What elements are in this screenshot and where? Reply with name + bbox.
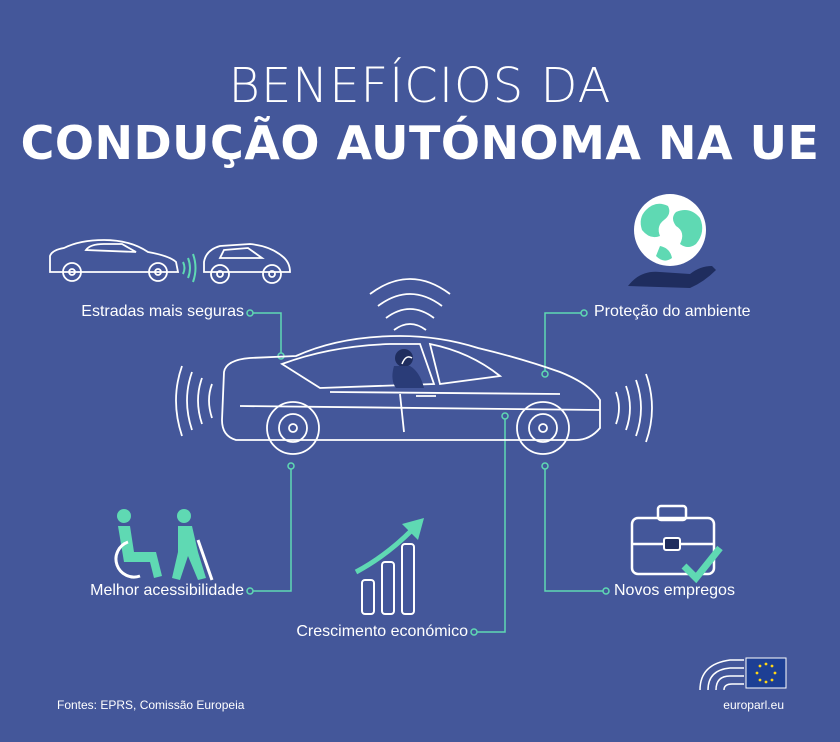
website-link[interactable]: europarl.eu: [723, 698, 784, 712]
driver-icon: [392, 349, 424, 388]
connector-jobs: [544, 466, 606, 592]
label-jobs: Novos empregos: [614, 582, 735, 599]
label-accessibility: Melhor acessibilidade: [90, 582, 244, 599]
label-growth: Crescimento económico: [296, 623, 468, 640]
checkmark-icon: [681, 545, 723, 584]
walking-cane: [196, 539, 214, 581]
connector-growth: [474, 416, 506, 633]
sources-note: Fontes: EPRS, Comissão Europeia: [57, 698, 245, 712]
briefcase-icon: [630, 504, 716, 576]
radar-waves-icon: [175, 278, 653, 443]
label-environment: Proteção do ambiente: [594, 303, 751, 320]
growth-chart-icon: [354, 518, 424, 615]
connector-accessibility: [250, 466, 292, 592]
car-collision-icon: [49, 239, 291, 284]
eu-flag-icon: [745, 657, 787, 689]
wheelchair-wheel: [114, 540, 141, 579]
autonomous-car-illustration: [221, 335, 601, 455]
signal-waves-icon: [182, 253, 197, 283]
globe-icon: [634, 194, 706, 266]
walking-person-icon: [172, 509, 206, 580]
connector-environment: [544, 312, 584, 374]
connector-lines: [246, 309, 610, 636]
wheelchair-icon: [117, 509, 162, 578]
parliament-hemicycle-icon: [699, 659, 744, 691]
title-line-2: CONDUÇÃO AUTÓNOMA NA UE: [20, 116, 820, 170]
connector-safer-roads: [250, 312, 282, 356]
title-line-1: BENEFÍCIOS DA: [228, 58, 612, 114]
hand-icon: [628, 266, 716, 288]
label-safer-roads: Estradas mais seguras: [81, 303, 244, 320]
